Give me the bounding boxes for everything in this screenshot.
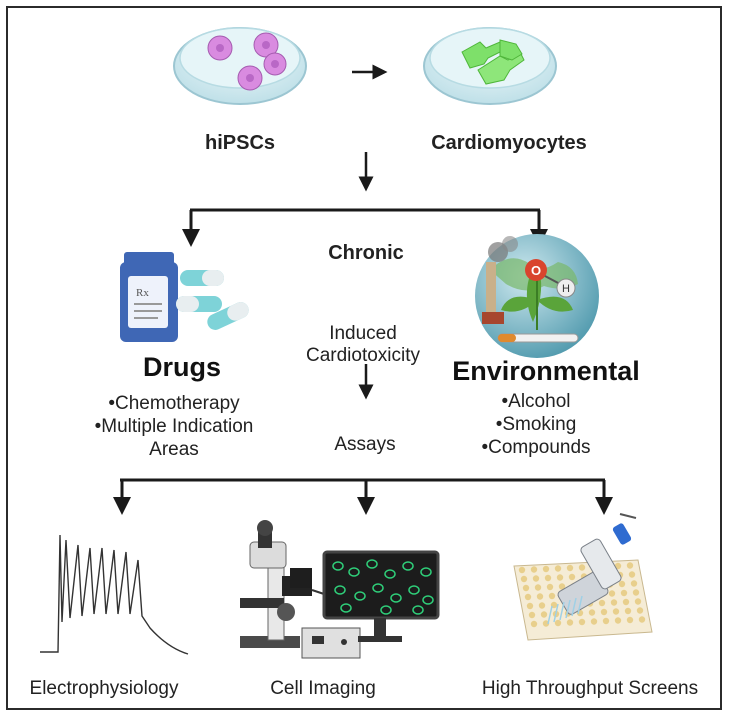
plate-well bbox=[578, 564, 586, 571]
plate-well bbox=[614, 617, 622, 624]
environmental-item: •Compounds bbox=[481, 437, 591, 458]
assay-label-cell-imaging: Cell Imaging bbox=[270, 678, 376, 699]
plate-well bbox=[526, 602, 534, 610]
microscope-icon bbox=[240, 520, 331, 648]
plate-well bbox=[556, 574, 564, 581]
plate-well bbox=[518, 566, 526, 574]
plate-well bbox=[566, 619, 574, 626]
plate-well bbox=[568, 573, 576, 581]
capsule-icon bbox=[176, 270, 249, 330]
drugs-title: Drugs bbox=[142, 352, 222, 382]
environmental-item: •Smoking bbox=[495, 414, 577, 435]
plate-well bbox=[628, 571, 636, 578]
branch-connector bbox=[182, 208, 548, 247]
action-potential-trace-icon bbox=[40, 534, 189, 655]
drugs-item: •Multiple Indication bbox=[94, 416, 254, 437]
plate-well bbox=[546, 583, 554, 591]
assays-label: Assays bbox=[334, 434, 396, 455]
plate-well bbox=[630, 580, 638, 587]
hipsc-dish-icon bbox=[173, 27, 307, 105]
plate-well bbox=[620, 589, 628, 597]
plate-well bbox=[554, 619, 562, 627]
oxygen-atom-label: O bbox=[531, 263, 541, 278]
rx-label: Rx bbox=[136, 287, 149, 299]
plate-well bbox=[530, 566, 538, 573]
plate-well bbox=[524, 593, 532, 601]
plate-well bbox=[528, 611, 536, 619]
plate-well bbox=[636, 607, 644, 614]
plate-well bbox=[542, 565, 550, 573]
plate-well bbox=[614, 562, 622, 570]
plate-well bbox=[544, 574, 552, 582]
plate-well bbox=[538, 602, 546, 609]
cardiotoxicity-label: Cardiotoxicity bbox=[305, 345, 421, 366]
plate-well bbox=[530, 620, 538, 628]
plate-well bbox=[548, 592, 556, 600]
plate-well bbox=[612, 608, 620, 615]
assay-label-electrophysiology: Electrophysiology bbox=[29, 678, 179, 699]
plate-well bbox=[638, 616, 646, 623]
plate-well bbox=[634, 598, 642, 605]
plate-well bbox=[618, 580, 626, 588]
plate-well bbox=[600, 608, 608, 616]
plate-well bbox=[608, 590, 616, 597]
plate-well bbox=[626, 616, 634, 624]
plate-well bbox=[522, 584, 530, 592]
drugs-item: •Chemotherapy bbox=[108, 393, 240, 414]
cardiomyocyte-dish-icon bbox=[423, 27, 557, 105]
pill-bottle-icon: Rx bbox=[120, 252, 178, 342]
plate-well bbox=[602, 617, 610, 625]
drugs-list: •Chemotherapy •Multiple Indication Areas bbox=[95, 392, 254, 461]
assay-label-high-throughput: High Throughput Screens bbox=[481, 678, 699, 699]
plate-well bbox=[566, 564, 574, 572]
cardiomyocyte-label: Cardiomyocytes bbox=[431, 132, 587, 154]
assay-branch-connector bbox=[113, 478, 613, 515]
plate-well bbox=[590, 618, 598, 625]
hydrogen-atom-label: H bbox=[562, 283, 570, 295]
plate-well bbox=[598, 599, 606, 607]
plate-well bbox=[622, 598, 630, 606]
plate-well bbox=[536, 593, 544, 600]
plate-well bbox=[532, 575, 540, 582]
plate-well bbox=[578, 618, 586, 626]
environmental-list: •Alcohol •Smoking •Compounds bbox=[481, 390, 590, 459]
environment-globe-icon: O H bbox=[475, 234, 599, 358]
plate-well bbox=[626, 562, 634, 569]
chronic-label: Chronic bbox=[328, 242, 404, 264]
plate-well bbox=[624, 607, 632, 615]
environmental-title: Environmental bbox=[452, 356, 640, 386]
plate-well bbox=[540, 611, 548, 618]
figure-border bbox=[6, 6, 722, 710]
induced-label: Induced bbox=[329, 323, 397, 344]
plate-well bbox=[520, 575, 528, 583]
multichannel-pipette-icon bbox=[547, 513, 637, 625]
hipsc-label: hiPSCs bbox=[204, 132, 276, 154]
plate-well bbox=[554, 565, 562, 572]
plate-well bbox=[534, 584, 542, 591]
drugs-item: Areas bbox=[149, 439, 199, 460]
plate-well bbox=[558, 583, 566, 590]
plate-well bbox=[542, 620, 550, 627]
plate-well bbox=[632, 589, 640, 596]
environmental-item: •Alcohol bbox=[501, 391, 571, 412]
monitor-icon bbox=[322, 550, 440, 642]
plate-well bbox=[588, 609, 596, 616]
plate-well bbox=[610, 599, 618, 606]
controller-box-icon bbox=[290, 568, 361, 659]
